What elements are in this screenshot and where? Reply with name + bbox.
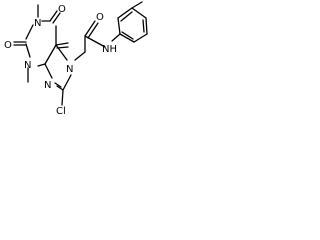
bond xyxy=(49,10,58,22)
bond xyxy=(117,7,133,19)
bond xyxy=(87,22,99,39)
bond xyxy=(84,20,96,37)
atom-label-cl: Cl xyxy=(56,106,66,117)
bond xyxy=(121,31,134,40)
bond xyxy=(142,19,145,33)
bond xyxy=(61,89,64,106)
atom-label-n-bottom: N xyxy=(44,80,51,91)
atom-label-n-top: N xyxy=(34,18,41,29)
bond xyxy=(56,85,64,91)
bond xyxy=(120,11,133,22)
atom-label-o-top: O xyxy=(58,4,66,15)
bond xyxy=(52,12,61,24)
bond xyxy=(74,51,86,61)
bond xyxy=(119,33,135,43)
bond xyxy=(84,35,106,48)
bond xyxy=(133,33,148,43)
bond xyxy=(55,44,68,61)
atom-label-n-right: N xyxy=(66,64,73,75)
bond xyxy=(44,63,53,79)
bond xyxy=(44,44,57,65)
bond xyxy=(54,82,62,88)
bond xyxy=(145,17,148,35)
bond xyxy=(111,33,121,42)
bond xyxy=(131,7,147,19)
molecule-drawing: O N O N N N Cl O NH xyxy=(4,1,148,117)
atom-label-o-left: O xyxy=(4,40,12,51)
bond xyxy=(117,17,121,35)
bond xyxy=(131,1,143,9)
structure-diagram: O N O N N N Cl O NH xyxy=(0,0,155,128)
bond xyxy=(25,24,34,40)
atom-label-n-left: N xyxy=(24,60,31,71)
bond xyxy=(37,63,46,67)
atom-label-nh: NH xyxy=(102,44,117,55)
bond xyxy=(62,74,72,91)
bond xyxy=(25,43,31,58)
atom-label-o-amide: O xyxy=(96,12,104,23)
bond xyxy=(55,42,69,46)
